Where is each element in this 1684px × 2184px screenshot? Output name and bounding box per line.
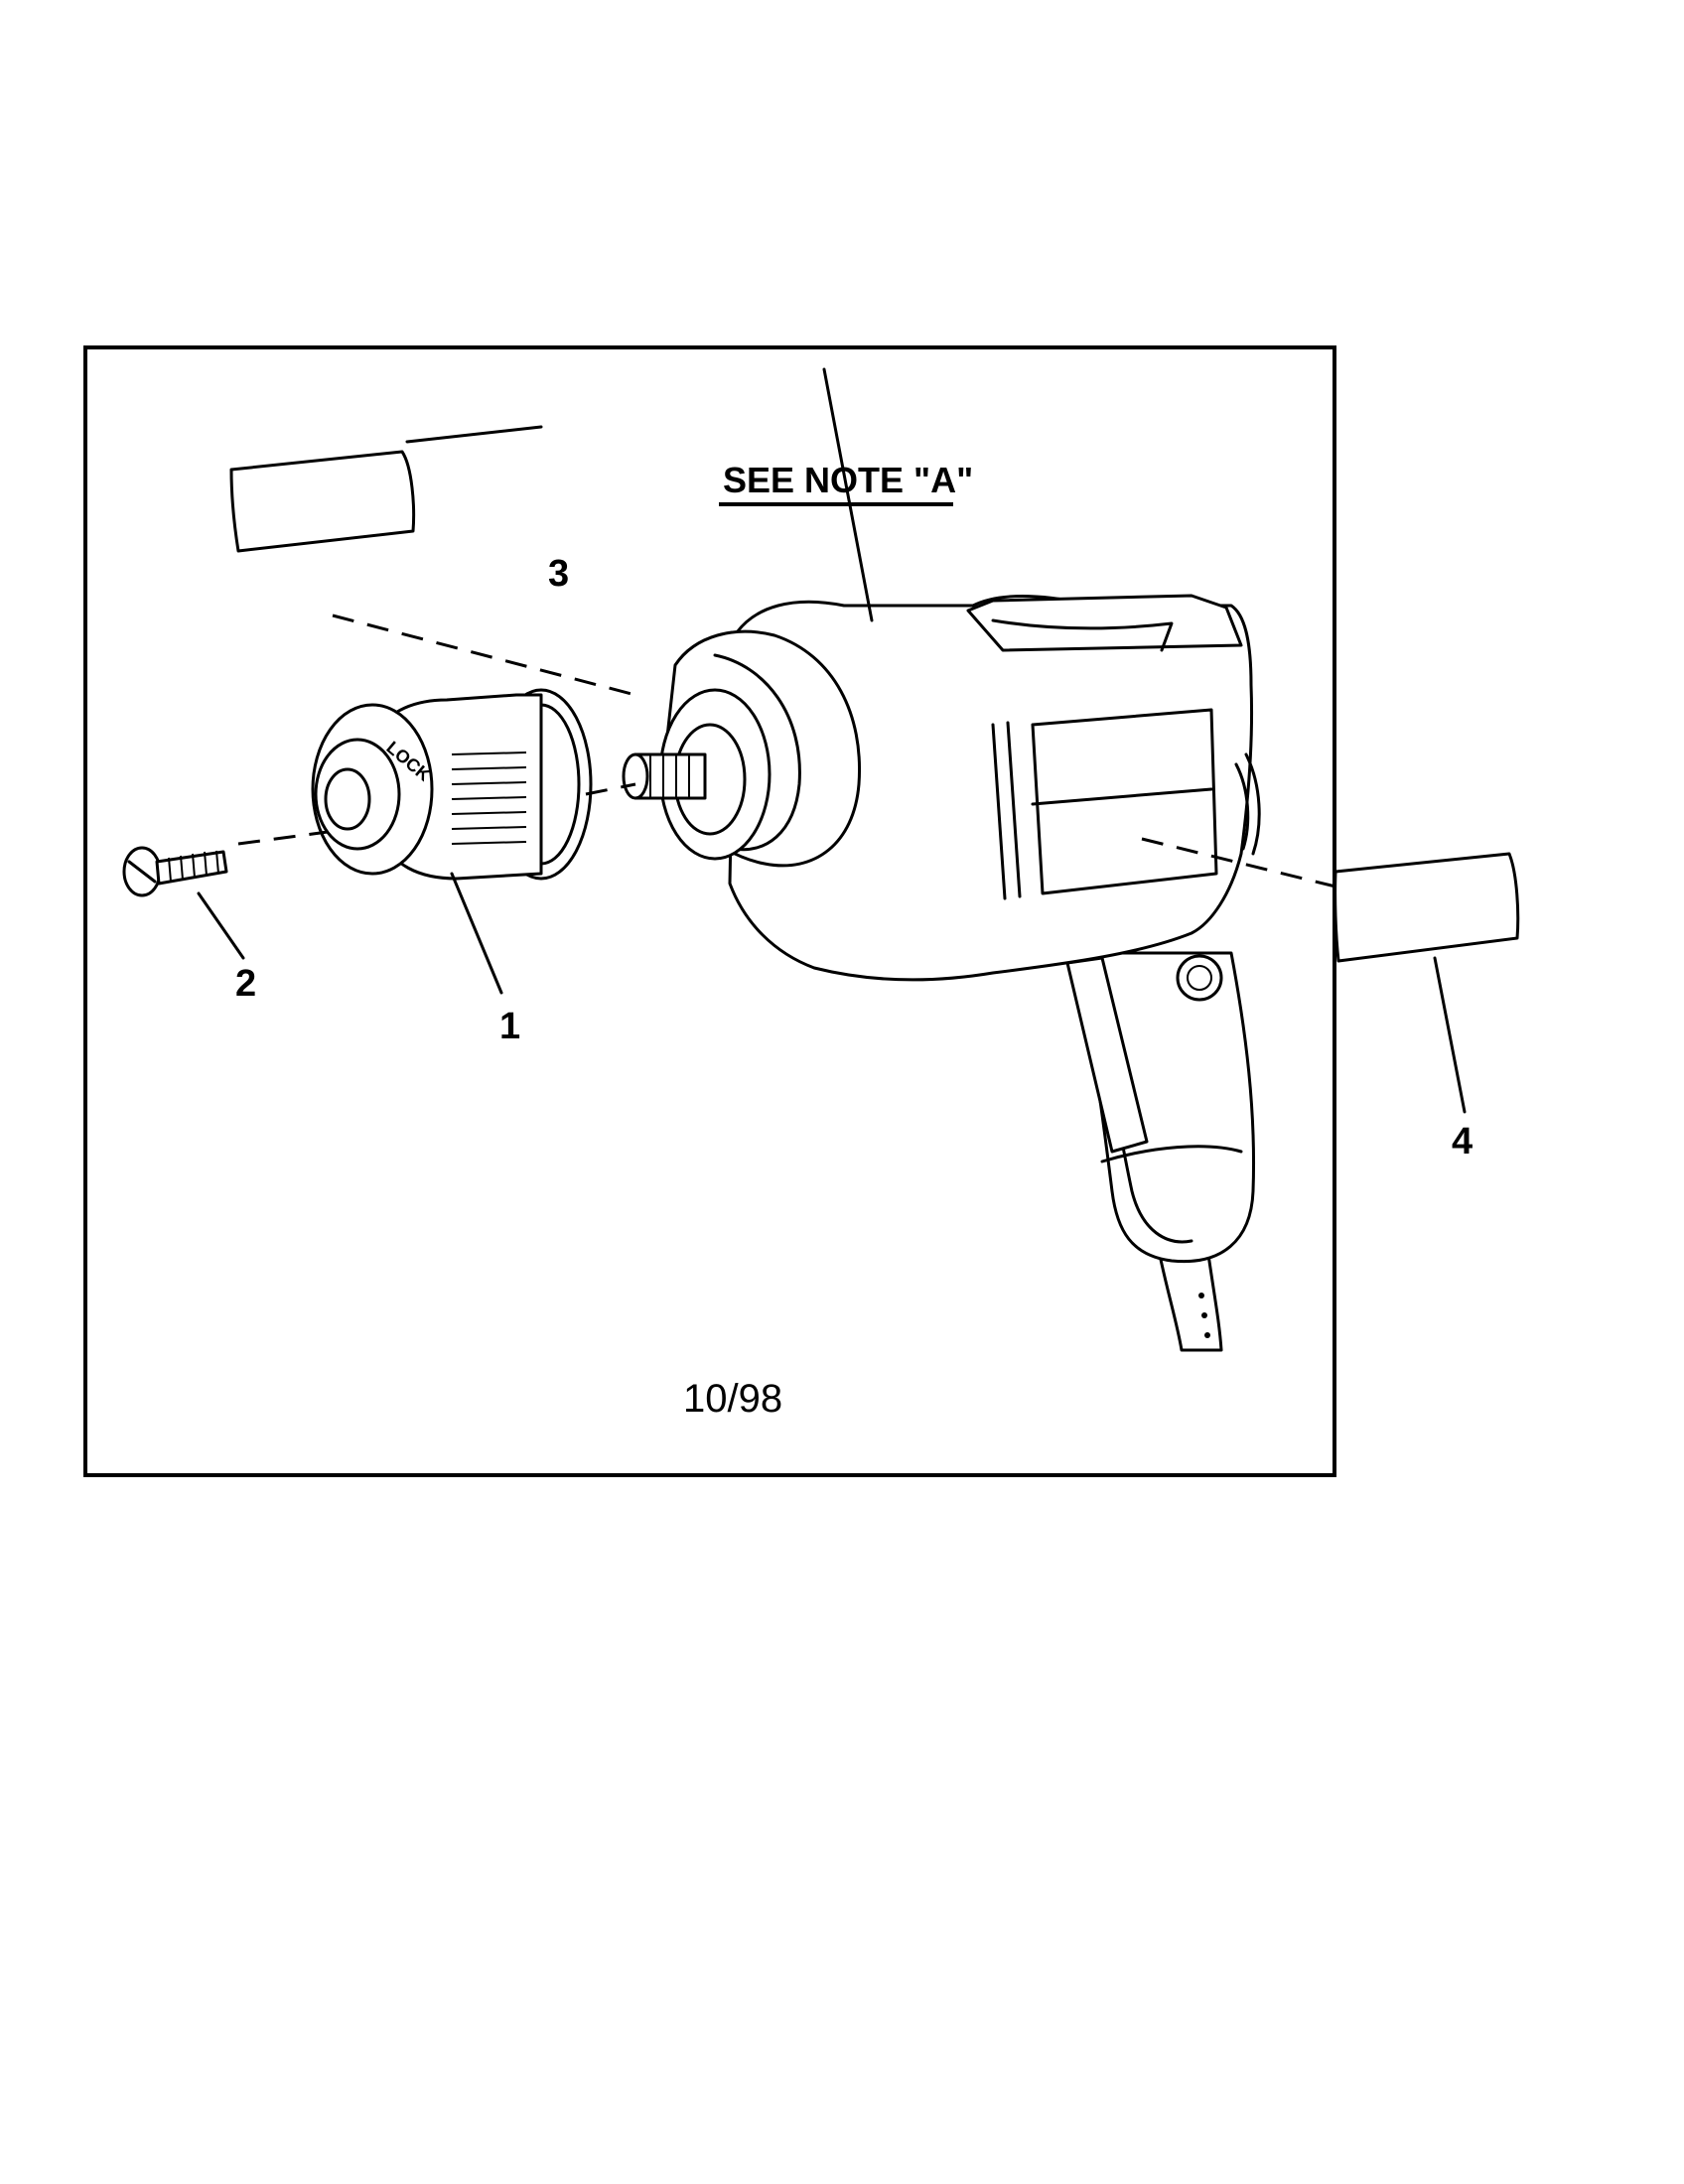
- nameplate-part-3: [229, 450, 416, 553]
- callout-part-4: 4: [1452, 1121, 1473, 1162]
- screw-part: [122, 846, 228, 897]
- chuck-part: LOCK: [311, 688, 593, 881]
- callout-part-2: 2: [235, 963, 256, 1005]
- drill-body: [622, 594, 1261, 1352]
- leader-lines: [197, 367, 1467, 1114]
- callout-part-1: 1: [499, 1006, 520, 1047]
- label-part-4: [1333, 852, 1520, 963]
- callout-part-3: 3: [548, 553, 569, 595]
- assembly-lines: [237, 614, 1336, 888]
- see-note-label: SEE NOTE "A": [723, 460, 973, 500]
- date-code: 10/98: [683, 1377, 782, 1421]
